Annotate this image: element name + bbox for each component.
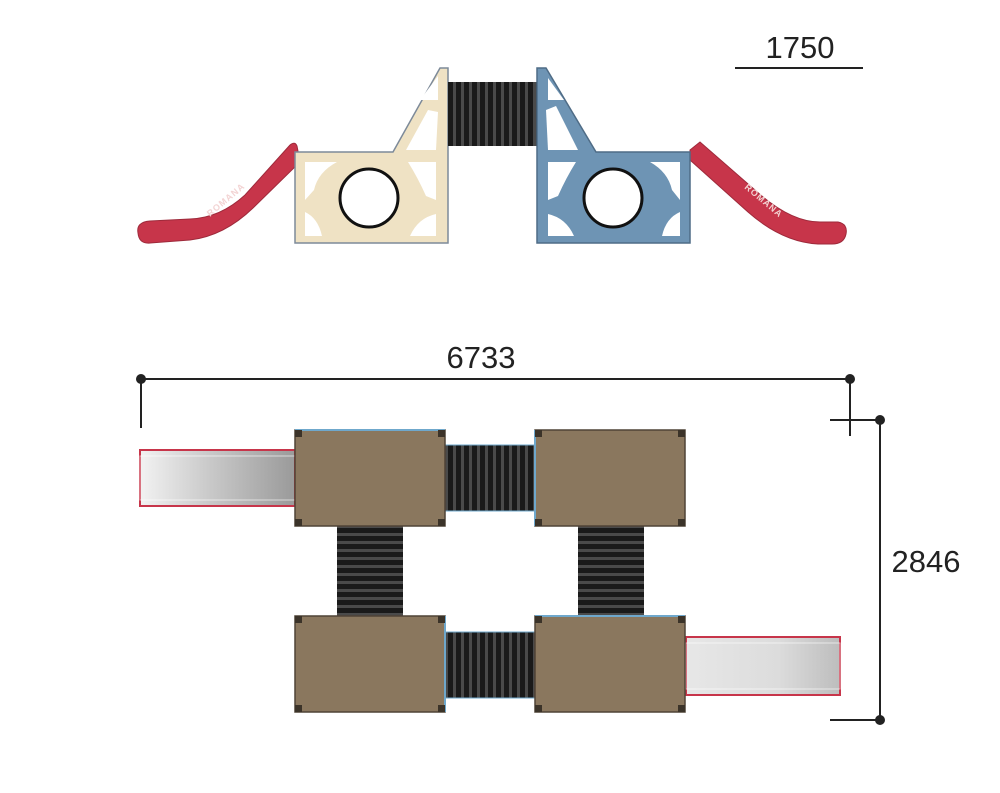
tower-roof-bottom-left (294, 615, 446, 713)
corner-posts (295, 430, 685, 712)
width-dimension-endpoint-bottom (875, 715, 885, 725)
tower-roof-top-right (534, 429, 686, 527)
width-dimension-endpoint-top (875, 415, 885, 425)
side-elevation-view: 1750 ROMANA ROMANA (137, 30, 863, 245)
plan-view: 6733 2846 (136, 340, 960, 725)
left-slide: ROMANA (137, 142, 301, 244)
tower-roof-bottom-right (534, 615, 686, 713)
plan-left-slide (139, 449, 296, 507)
right-slide: ROMANA (689, 141, 847, 245)
tower-roof-top-left (294, 429, 446, 527)
width-dimension-label: 2846 (892, 544, 961, 579)
blue-tower-panel (536, 67, 691, 244)
width-dimension: 2846 (830, 415, 960, 725)
cream-panel-porthole (338, 167, 400, 229)
plan-right-slide (685, 636, 841, 696)
side-tunnel (448, 82, 538, 146)
length-dimension-endpoint-left (136, 374, 146, 384)
plan-tunnel-left (337, 525, 403, 617)
plan-tunnel-bottom (444, 631, 538, 699)
length-dimension-endpoint-right (845, 374, 855, 384)
length-dimension: 6733 (136, 340, 855, 436)
cream-tower-panel (294, 67, 449, 244)
plan-tunnel-right (578, 525, 644, 617)
height-dimension-label: 1750 (766, 30, 835, 65)
blue-panel-porthole (582, 167, 644, 229)
plan-tunnel-top (444, 444, 538, 512)
length-dimension-label: 6733 (447, 340, 516, 375)
height-dimension: 1750 (735, 30, 863, 69)
